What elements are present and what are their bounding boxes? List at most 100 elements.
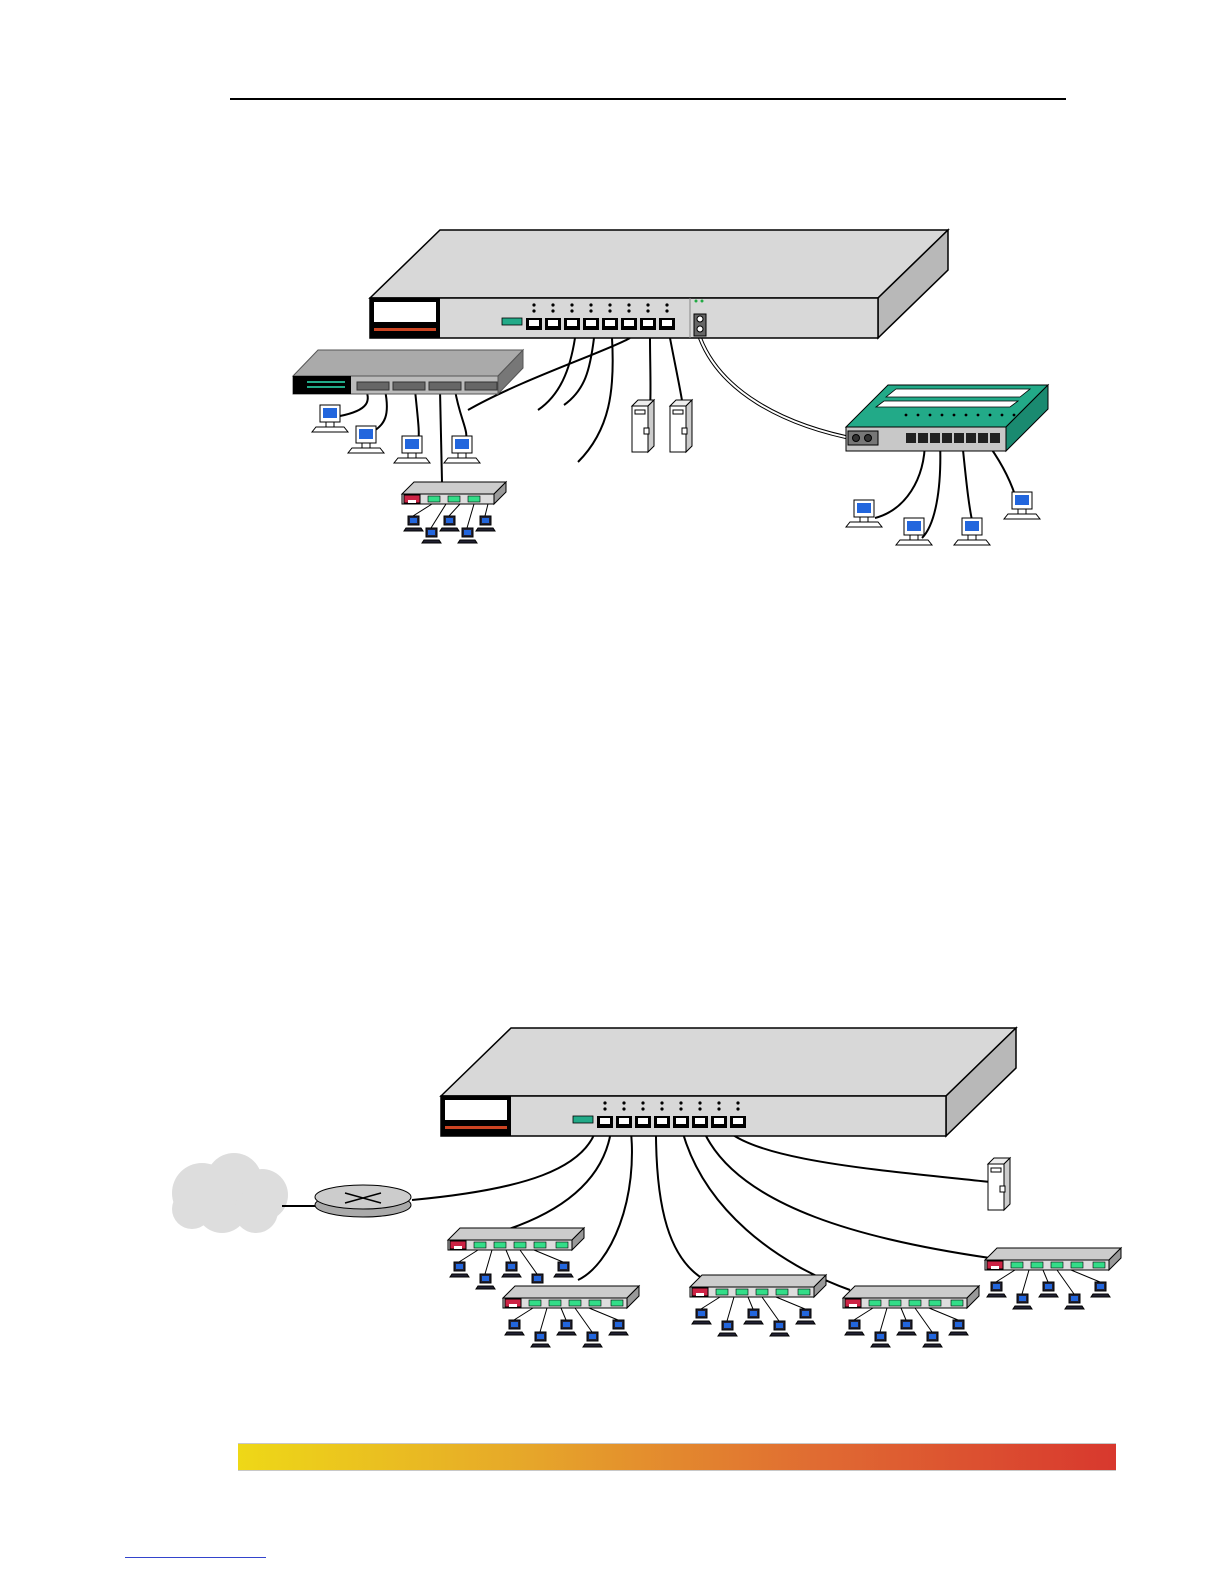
hub-cable [575,1308,592,1332]
remote-switch-port [906,433,916,443]
console-port [573,1116,593,1123]
hub-port [556,1242,568,1248]
pc-screen [955,1322,962,1327]
pc-cable [415,390,419,442]
rack-switch [293,350,523,394]
pc-keyboard [394,458,430,463]
pc-keyboard [846,522,882,527]
pc [583,1332,602,1347]
pc-screen [464,530,471,535]
pc-base [968,535,976,540]
pc-screen [750,1311,757,1316]
remote-switch-label [876,401,1018,407]
pc-screen [456,1264,463,1269]
pc-screen [903,1322,910,1327]
pc [609,1320,628,1335]
fiber-connector [865,435,872,442]
pc-screen [511,1322,518,1327]
remote-switch-port [990,433,1000,443]
pc-screen [802,1311,809,1316]
hub-cable [561,1308,566,1320]
hub-port [1011,1262,1023,1268]
pc-base [458,453,466,458]
pc-keyboard [1091,1294,1110,1297]
hub-cable [485,1250,492,1274]
cloud-puff [172,1189,212,1229]
server-side [648,400,654,452]
open-cable [564,338,594,405]
link-led [698,1101,701,1104]
hub-cable [854,1308,873,1320]
remote-switch-led [941,414,944,417]
pc-cable [962,440,975,530]
pc-keyboard [1065,1306,1084,1309]
pc [476,516,495,531]
hub-cable [467,504,474,528]
pc-keyboard [312,427,348,432]
router-top [315,1185,411,1209]
pc-screen [482,518,489,523]
main-switch-label-stripe [374,328,436,331]
pc-keyboard [583,1344,602,1347]
hub-port [716,1289,728,1295]
pc-screen [776,1323,783,1328]
pc [422,528,441,543]
pc-base [860,517,868,522]
hub-port [1093,1262,1105,1268]
hub-port [428,496,440,502]
link-led [641,1101,644,1104]
remote-switch-led [905,414,908,417]
hub-cable [915,1308,932,1332]
hub-cable [514,1308,533,1320]
pc-keyboard [476,528,495,531]
pc-screen [724,1323,731,1328]
hub-port [889,1300,901,1306]
hub-cable [540,1308,547,1332]
rj45-port-opening [695,1118,705,1124]
rack-switch-port-group [429,382,461,390]
pc [846,500,882,527]
pc-keyboard [440,528,459,531]
link-led [679,1101,682,1104]
rj45-port-opening [605,320,615,326]
pc-screen [563,1322,570,1327]
hub-badge-label [991,1266,999,1269]
pc-screen [993,1284,1000,1289]
rj45-port-opening [624,320,634,326]
pc-keyboard [845,1332,864,1335]
link-led [622,1101,625,1104]
hub-cable [459,1250,478,1262]
pc-keyboard [954,540,990,545]
main-switch-label-window [374,302,436,322]
pc-cable [455,390,466,442]
remote-switch-led [965,414,968,417]
pc [744,1309,763,1324]
hub-cable [1043,1270,1048,1282]
open-cable [578,338,613,462]
pc-keyboard [444,458,480,463]
pc-screen [410,518,417,523]
activity-led [551,309,554,312]
pc [502,1262,521,1277]
rack-switch-port-group [465,382,497,390]
activity-led [627,309,630,312]
pc-screen [560,1264,567,1269]
server-side [1004,1158,1010,1210]
pc-keyboard [796,1321,815,1324]
hub-cable [490,1122,612,1235]
activity-led [717,1107,720,1110]
hub-top [843,1286,979,1298]
server-button [682,428,687,434]
hub-port [448,496,460,502]
remote-switch-port [978,433,988,443]
hub-port [929,1300,941,1306]
pc-keyboard [744,1321,763,1324]
fiber-connector [853,435,860,442]
cloud-puff [234,1189,278,1233]
main-switch-top [441,1028,1016,1096]
pc-screen [907,521,921,531]
pc-keyboard [692,1321,711,1324]
pc [770,1321,789,1336]
pc-keyboard [871,1344,890,1347]
pc-base [326,422,334,427]
